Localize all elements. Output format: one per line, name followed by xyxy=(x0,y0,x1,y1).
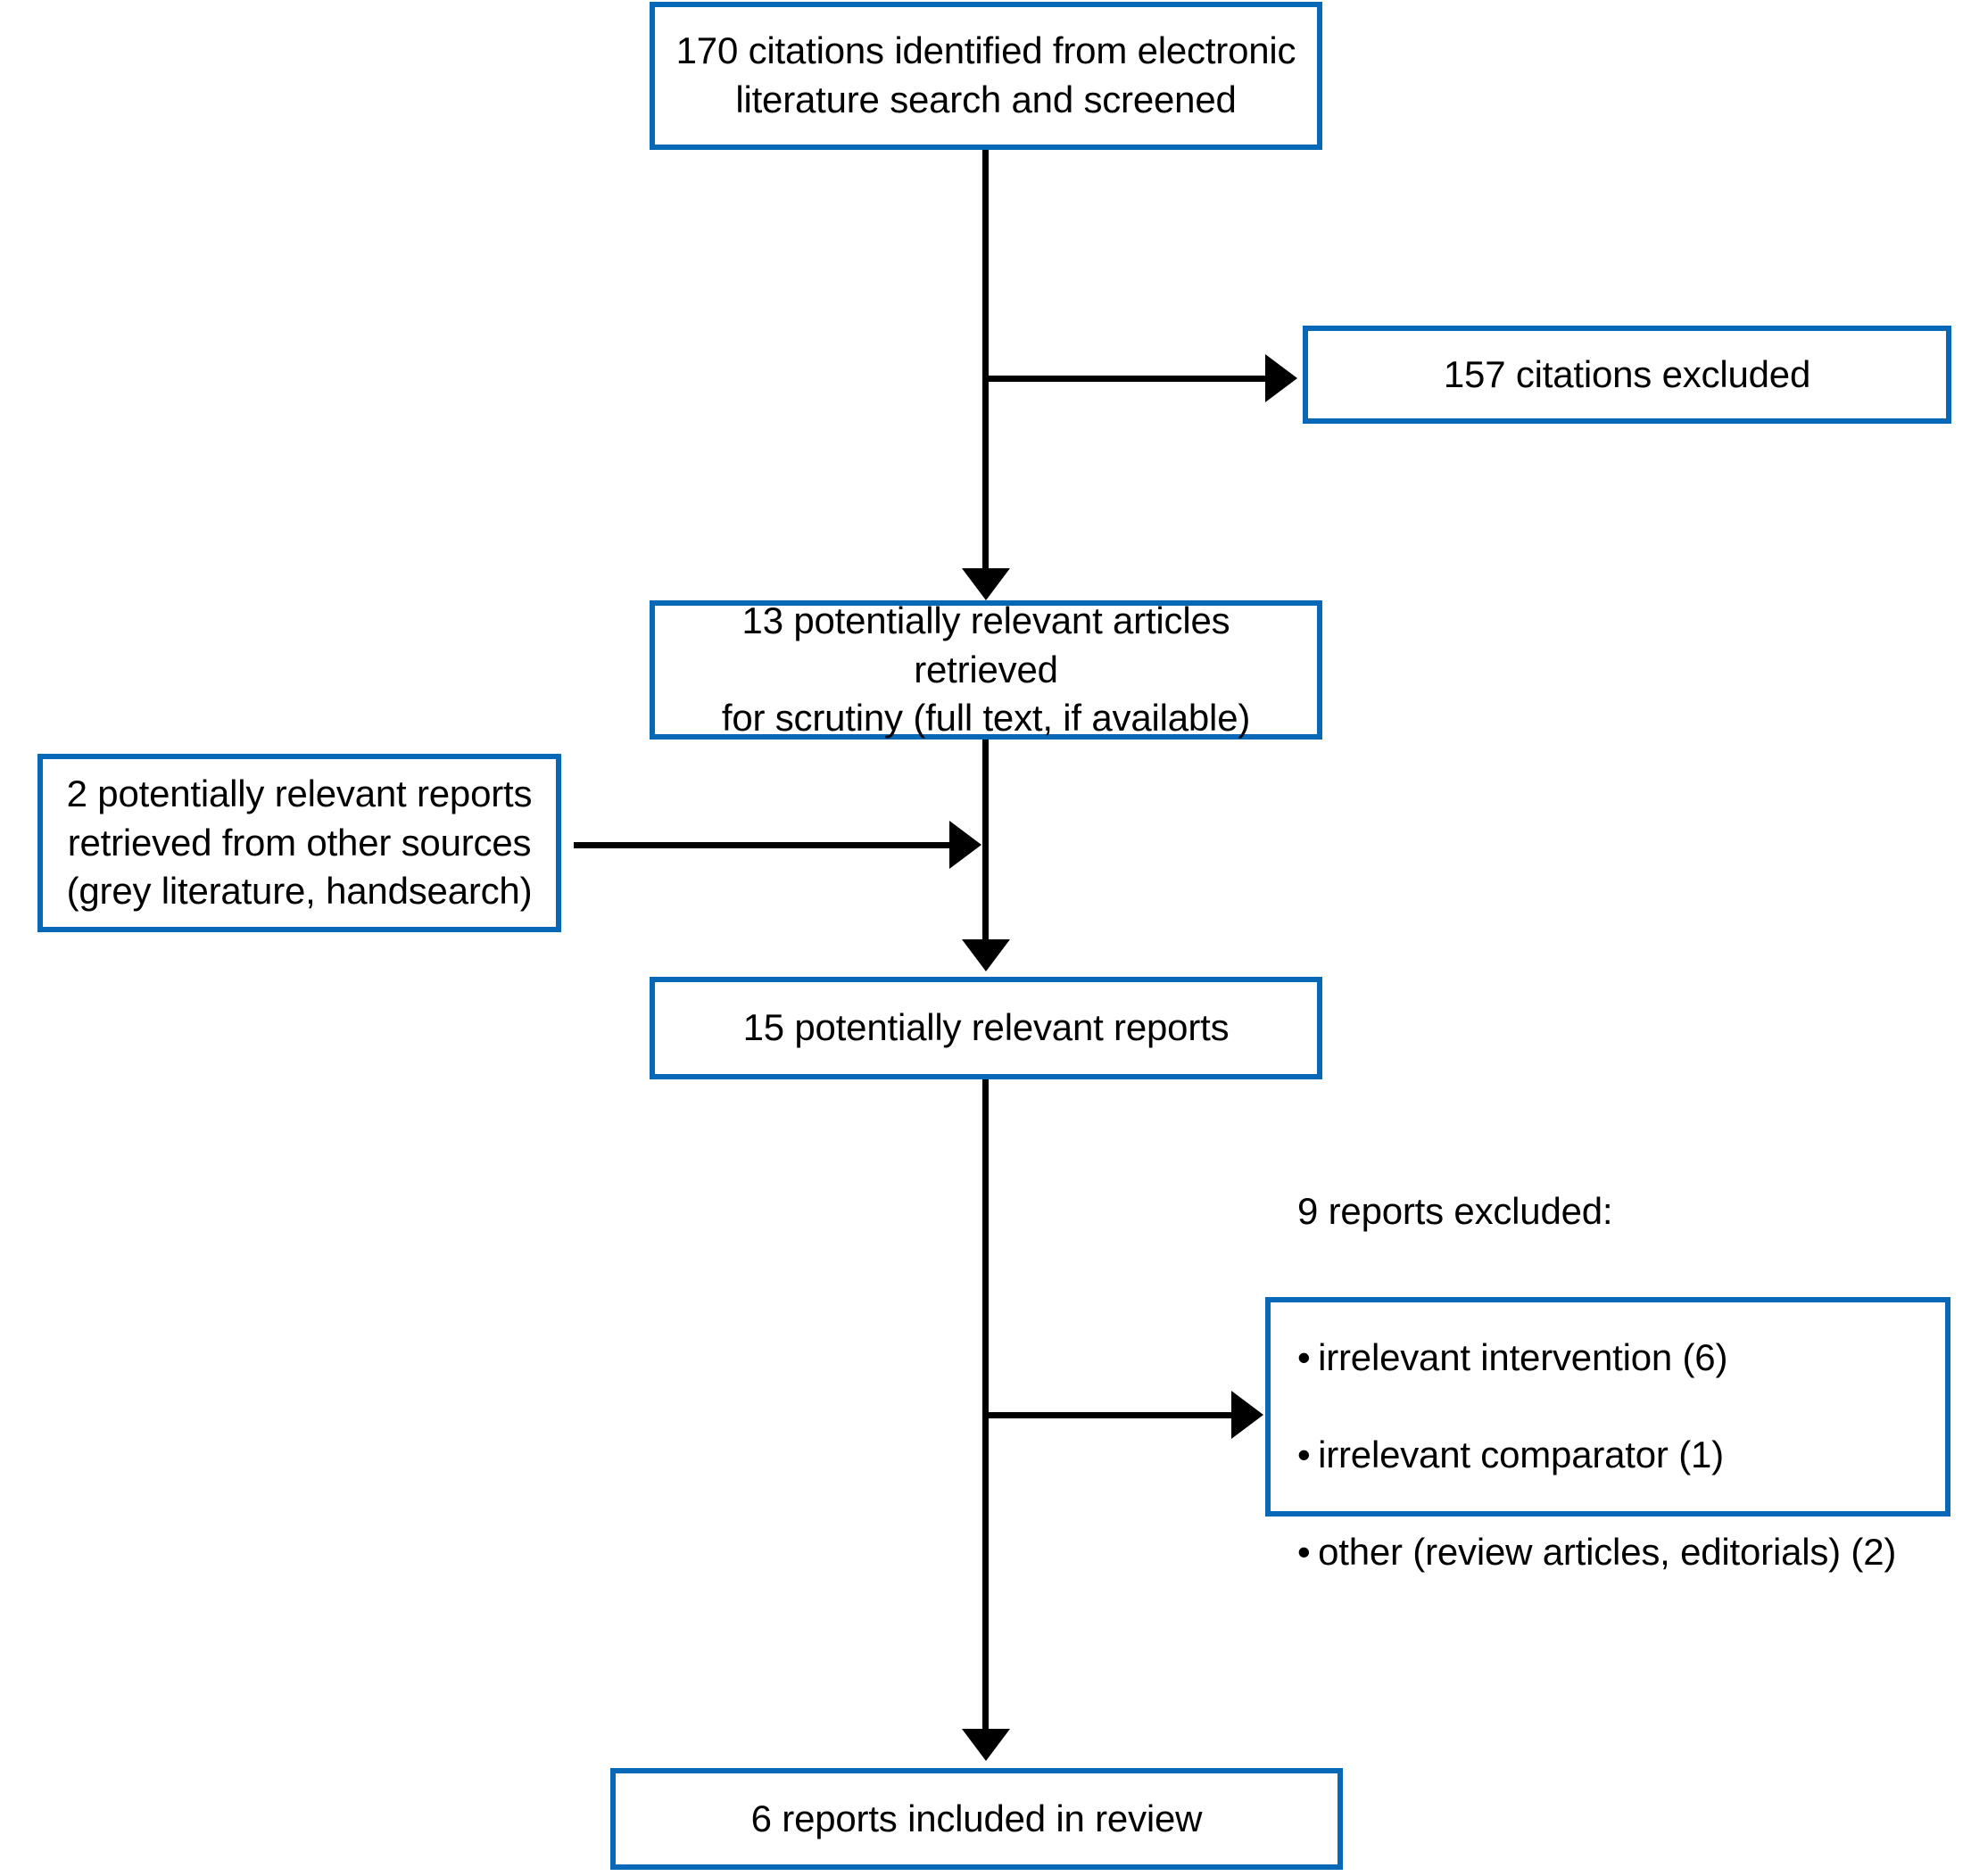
node-reports-excluded-heading: 9 reports excluded: xyxy=(1297,1190,1613,1233)
node-reports-included-label: 6 reports included in review xyxy=(750,1797,1203,1839)
connector-retrieved-to-reports xyxy=(982,740,989,946)
connector-reports-to-excluded xyxy=(982,1412,1234,1418)
list-item: •irrelevant intervention (6) xyxy=(1297,1334,1896,1383)
node-reports-excluded-reason-list: •irrelevant intervention (6) •irrelevant… xyxy=(1297,1285,1896,1626)
node-reports-excluded-body: 9 reports excluded: •irrelevant interven… xyxy=(1271,1139,1912,1675)
arrowhead-retrieved-to-reports xyxy=(962,939,1010,971)
bullet-icon: • xyxy=(1297,1336,1311,1379)
reason-label: irrelevant comparator (1) xyxy=(1318,1434,1724,1476)
list-item: •irrelevant comparator (1) xyxy=(1297,1431,1896,1480)
connector-identified-to-retrieved xyxy=(982,150,989,580)
reason-label: irrelevant intervention (6) xyxy=(1318,1336,1728,1379)
node-articles-retrieved: 13 potentially relevant articles retriev… xyxy=(650,599,1322,740)
node-relevant-reports: 15 potentially relevant reports xyxy=(650,977,1322,1079)
node-reports-excluded: 9 reports excluded: •irrelevant interven… xyxy=(1265,1190,1950,1573)
connector-reports-to-included xyxy=(982,1079,989,1737)
node-relevant-reports-label: 15 potentially relevant reports xyxy=(742,1006,1230,1049)
node-articles-retrieved-label: 13 potentially relevant articles retriev… xyxy=(721,599,1251,740)
arrowhead-identified-to-excluded xyxy=(1265,354,1297,402)
node-citations-identified-label: 170 citations identified from electronic… xyxy=(675,29,1296,120)
arrowhead-reports-to-excluded xyxy=(1231,1391,1263,1439)
connector-identified-to-excluded xyxy=(982,376,1268,382)
node-reports-included: 6 reports included in review xyxy=(610,1768,1343,1870)
arrowhead-identified-to-retrieved xyxy=(962,568,1010,600)
node-other-sources: 2 potentially relevant reports retrieved… xyxy=(37,754,561,932)
bullet-icon: • xyxy=(1297,1434,1311,1476)
reason-label: other (review articles, editorials) (2) xyxy=(1318,1531,1897,1574)
node-citations-excluded-label: 157 citations excluded xyxy=(1443,352,1811,395)
connector-other-sources-to-trunk xyxy=(574,842,953,848)
bullet-icon: • xyxy=(1297,1531,1311,1574)
node-citations-excluded: 157 citations excluded xyxy=(1303,326,1951,424)
arrowhead-reports-to-included xyxy=(962,1729,1010,1761)
arrowhead-other-sources-to-trunk xyxy=(949,821,981,869)
node-other-sources-label: 2 potentially relevant reports retrieved… xyxy=(66,773,533,913)
list-item: •other (review articles, editorials) (2) xyxy=(1297,1528,1896,1577)
node-citations-identified: 170 citations identified from electronic… xyxy=(650,2,1322,150)
